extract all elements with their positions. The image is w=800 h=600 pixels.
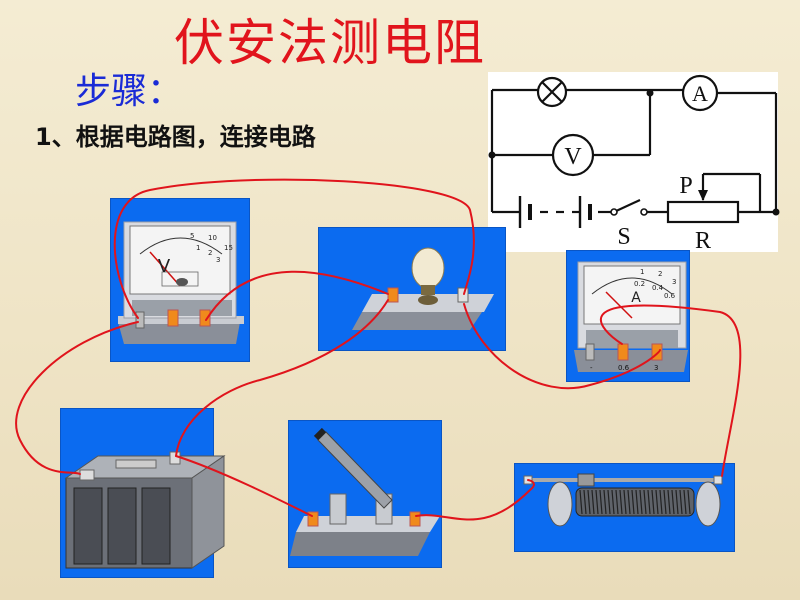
ammeter-scale-top-1: 1	[640, 268, 644, 276]
ammeter-terminal-minus: -	[590, 364, 593, 372]
steps-heading: 步骤：	[75, 71, 184, 112]
coil-winding	[587, 489, 591, 515]
coil-winding	[611, 489, 615, 515]
wire-lamp-to-ammeter	[463, 303, 661, 390]
voltmeter-scale-top-1: 5	[190, 232, 194, 240]
coil-winding	[667, 489, 671, 515]
wire-voltmeter-to-lamp-left	[205, 270, 389, 321]
coil-winding	[643, 489, 647, 515]
coil-winding	[635, 489, 639, 515]
slider-label: P	[679, 173, 692, 199]
lamp-device	[352, 247, 494, 330]
ammeter-letter: A	[631, 290, 641, 306]
voltmeter-device: V 5 10 15 1 2 3	[118, 221, 244, 344]
coil-winding	[627, 489, 631, 515]
switch-label: S	[617, 224, 630, 250]
coil-winding	[583, 489, 587, 515]
ammeter-symbol-label: A	[692, 81, 708, 106]
switch-device	[290, 427, 440, 556]
rheostat-label: R	[695, 228, 711, 254]
voltmeter-scale-top-2: 10	[208, 234, 217, 242]
ammeter-scale-bottom-1: 0.2	[634, 280, 645, 288]
ammeter-terminal-0-6: 0.6	[618, 364, 630, 372]
voltmeter-symbol-label: V	[564, 144, 582, 170]
coil-winding	[607, 489, 611, 515]
coil-winding	[619, 489, 623, 515]
wire-battery-to-switch	[175, 455, 313, 517]
coil-winding	[647, 489, 651, 515]
coil-winding	[615, 489, 619, 515]
coil-winding	[623, 489, 627, 515]
connection-wires	[15, 178, 742, 521]
coil-winding	[639, 489, 643, 515]
rheostat-device	[523, 473, 723, 527]
coil-winding	[631, 489, 635, 515]
coil-winding	[687, 489, 691, 515]
ammeter-scale-top-2: 2	[658, 270, 662, 278]
lamp-symbol	[536, 76, 568, 108]
step-1-text: 1、根据电路图，连接电路	[35, 123, 316, 151]
coil-winding	[599, 489, 603, 515]
coil-winding	[663, 489, 667, 515]
voltmeter-letter: V	[158, 256, 171, 277]
coil-winding	[671, 489, 675, 515]
voltmeter-scale-bottom-3: 3	[216, 256, 220, 264]
coil-winding	[659, 489, 663, 515]
coil-winding	[595, 489, 599, 515]
coil-winding	[591, 489, 595, 515]
coil-winding	[655, 489, 659, 515]
coil-winding	[675, 489, 679, 515]
wire-switch-to-rheostat	[415, 479, 535, 521]
ammeter-scale-bottom-3: 0.6	[664, 292, 676, 300]
coil-winding	[683, 489, 687, 515]
coil-winding	[579, 489, 583, 515]
ammeter-symbol: A	[681, 74, 719, 112]
voltmeter-symbol: V	[551, 133, 595, 177]
voltmeter-scale-top-3: 15	[224, 244, 233, 252]
rheostat-symbol	[666, 200, 740, 224]
wire-voltmeter-to-battery	[15, 321, 139, 475]
ammeter-scale-bottom-2: 0.4	[652, 284, 664, 292]
slide-title: 伏安法测电阻	[174, 14, 486, 72]
coil-winding	[603, 489, 607, 515]
ammeter-terminal-3: 3	[654, 364, 658, 372]
coil-winding	[679, 489, 683, 515]
voltmeter-scale-bottom-1: 1	[196, 244, 200, 252]
voltmeter-scale-bottom-2: 2	[208, 249, 212, 257]
wire-lamp-to-battery	[175, 299, 389, 457]
ammeter-device: A 1 2 3 0.2 0.4 0.6 - 0.6 3	[574, 261, 688, 372]
ammeter-scale-top-3: 3	[672, 278, 676, 286]
coil-winding	[651, 489, 655, 515]
wire-voltmeter-to-lamp	[113, 178, 475, 319]
battery-device	[64, 451, 226, 569]
wire-ammeter-to-rheostat	[600, 304, 742, 477]
